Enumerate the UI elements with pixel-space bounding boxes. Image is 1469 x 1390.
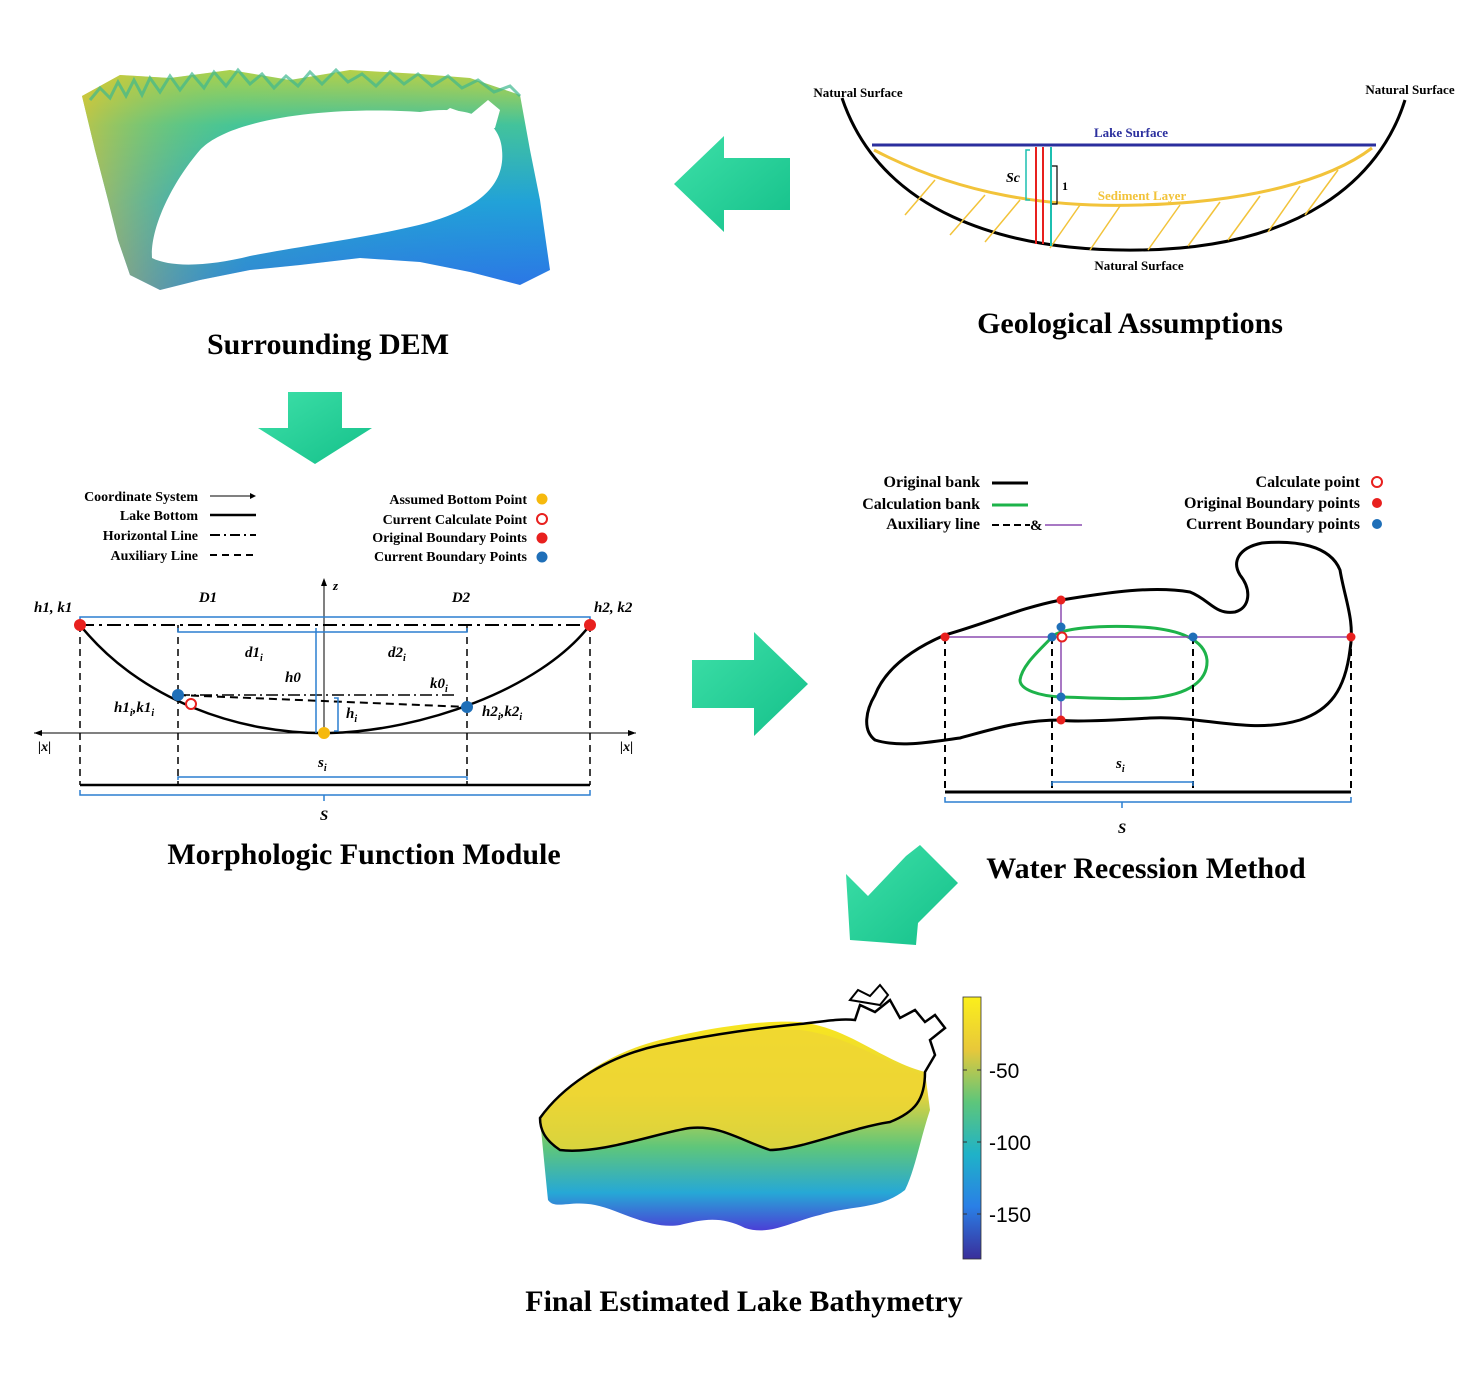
- legend-calculate-point: Calculate point: [1256, 474, 1361, 491]
- label-d2i: d2i: [388, 645, 406, 664]
- caption-surrounding-dem: Surrounding DEM: [207, 328, 449, 361]
- aux-amp: &: [1030, 518, 1043, 534]
- natural-surface-left-label: Natural Surface: [813, 85, 902, 100]
- legend-current-calculate-point: Current Calculate Point: [383, 513, 528, 528]
- legend-auxiliary-line-water: Auxiliary line: [886, 516, 980, 533]
- arrow-right-icon: [692, 632, 808, 736]
- caption-geological-assumptions: Geological Assumptions: [977, 307, 1283, 340]
- bathymetry-shoreline: [538, 998, 947, 1152]
- unit-one-label: 1: [1062, 179, 1068, 193]
- caption-morphologic-function-module: Morphologic Function Module: [167, 838, 560, 871]
- label-h1i-k1i: h1i,k1i: [114, 700, 154, 719]
- water-label-S: S: [1118, 821, 1126, 837]
- label-h2i-k2i: h2i,k2i: [482, 704, 522, 723]
- water-recession-diagram: Original bank Calculation bank Auxiliary…: [862, 474, 1383, 837]
- arrow-left-icon: [674, 136, 790, 232]
- natural-surface-bottom-label: Natural Surface: [1094, 258, 1183, 273]
- label-D2: D2: [451, 590, 471, 606]
- label-absx-left: |x|: [38, 740, 51, 755]
- label-h1-k1: h1, k1: [34, 600, 72, 616]
- legend-original-bank: Original bank: [884, 474, 981, 491]
- legend-horizontal-line: Horizontal Line: [103, 529, 198, 544]
- calculation-bank-outline: [1018, 624, 1209, 701]
- sc-label: Sc: [1006, 171, 1021, 186]
- label-absx-right: |x|: [620, 740, 633, 755]
- arrow-diagonal-icon: [846, 845, 958, 945]
- geological-assumptions-diagram: Natural Surface Natural Surface Natural …: [813, 82, 1454, 273]
- lake-surface-label: Lake Surface: [1094, 125, 1168, 140]
- label-h2-k2: h2, k2: [594, 600, 633, 616]
- colorbar: [962, 996, 982, 1260]
- legend-auxiliary-line: Auxiliary Line: [110, 549, 198, 564]
- natural-surface-curve: [840, 97, 1407, 252]
- label-z: z: [332, 578, 339, 593]
- label-si: si: [317, 755, 327, 774]
- caption-water-recession-method: Water Recession Method: [986, 852, 1306, 885]
- legend-coordinate-system: Coordinate System: [84, 490, 198, 505]
- sediment-layer-label: Sediment Layer: [1098, 188, 1187, 203]
- morphologic-function-diagram: Coordinate System Lake Bottom Horizontal…: [34, 490, 636, 824]
- surrounding-dem-figure: [82, 67, 550, 290]
- label-h0: h0: [285, 670, 301, 686]
- legend-lake-bottom: Lake Bottom: [120, 509, 199, 524]
- legend-original-boundary-points: Original Boundary Points: [372, 531, 527, 546]
- label-S: S: [320, 808, 328, 824]
- arrow-down-icon: [258, 392, 372, 464]
- label-d1i: d1i: [245, 645, 263, 664]
- colorbar-tick-100: -100: [989, 1132, 1031, 1155]
- label-k0i: k0i: [430, 676, 448, 695]
- natural-surface-right-label: Natural Surface: [1365, 82, 1454, 97]
- legend-current-boundary-points-water: Current Boundary points: [1186, 516, 1360, 533]
- water-label-si: si: [1115, 756, 1125, 775]
- sediment-layer-curve: [873, 146, 1373, 207]
- final-bathymetry-figure: -50 -100 -150: [538, 983, 1031, 1260]
- legend-calculation-bank: Calculation bank: [862, 496, 980, 513]
- colorbar-tick-150: -150: [989, 1204, 1031, 1227]
- legend-original-boundary-points-water: Original Boundary points: [1184, 495, 1360, 512]
- label-hi: hi: [346, 706, 357, 725]
- legend-current-boundary-points: Current Boundary Points: [374, 550, 528, 565]
- colorbar-tick-50: -50: [989, 1060, 1019, 1083]
- original-bank-outline: [865, 540, 1353, 746]
- legend-assumed-bottom-point: Assumed Bottom Point: [389, 493, 527, 508]
- caption-final-estimated-lake-bathymetry: Final Estimated Lake Bathymetry: [525, 1285, 962, 1318]
- label-D1: D1: [198, 590, 217, 606]
